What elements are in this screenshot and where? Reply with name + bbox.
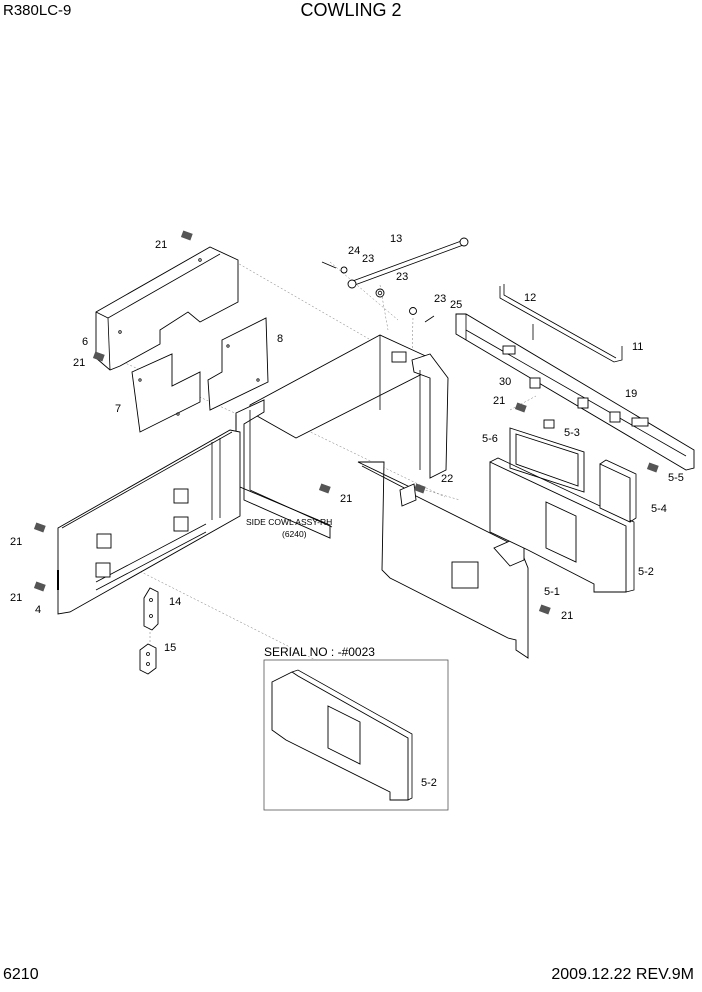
callout-11: 11 xyxy=(632,341,643,353)
callout-25: 25 xyxy=(450,299,462,311)
bolts xyxy=(33,230,659,615)
side-cowl-assy xyxy=(235,334,449,539)
assembly-ref: (6240) xyxy=(282,529,307,539)
callout-21c: 21 xyxy=(493,395,505,407)
callout-21b: 21 xyxy=(73,357,85,369)
callout-6: 6 xyxy=(82,336,88,348)
page-number: 6210 xyxy=(3,966,39,983)
part-5-4-panel xyxy=(599,459,637,523)
part-5-1-panel xyxy=(357,461,529,659)
callout-21a: 21 xyxy=(155,239,167,251)
part-14-bracket xyxy=(143,587,159,631)
part-8-plate xyxy=(207,317,269,411)
callout-7: 7 xyxy=(115,403,121,415)
callout-13: 13 xyxy=(390,233,402,245)
callout-21e: 21 xyxy=(340,493,352,505)
callout-14: 14 xyxy=(169,596,181,608)
assembly-name: SIDE COWL ASSY-RH xyxy=(246,517,332,527)
callout-30: 30 xyxy=(499,376,511,388)
part-5-2-panel xyxy=(489,457,635,593)
serial-label: SERIAL NO : -#0023 xyxy=(264,645,375,659)
callout-19: 19 xyxy=(625,388,637,400)
callout-21d: 21 xyxy=(561,610,573,622)
callout-8: 8 xyxy=(277,333,283,345)
part-13-rod xyxy=(321,237,469,323)
serial-callout-5-2: 5-2 xyxy=(421,777,437,789)
part-7-plate xyxy=(131,353,201,433)
callout-5-1: 5-1 xyxy=(544,586,560,598)
callout-5-5: 5-5 xyxy=(668,472,684,484)
callout-4: 4 xyxy=(35,604,41,616)
callout-22: 22 xyxy=(441,473,453,485)
callout-5-6: 5-6 xyxy=(482,433,498,445)
model-code: R380LC-9 xyxy=(3,2,72,19)
labels: 21 6 21 7 8 13 24 23 23 23 25 12 11 30 2… xyxy=(10,233,684,789)
callout-12: 12 xyxy=(524,292,536,304)
callout-5-2: 5-2 xyxy=(638,566,654,578)
callout-21g: 21 xyxy=(10,592,22,604)
part-12-bar xyxy=(499,284,623,363)
callout-21f: 21 xyxy=(10,536,22,548)
part-4-panel xyxy=(57,429,241,615)
part-15-bracket xyxy=(139,643,157,675)
part-5-6-frame xyxy=(509,419,585,493)
callout-15: 15 xyxy=(164,642,176,654)
callout-5-4: 5-4 xyxy=(651,503,667,515)
page-title: COWLING 2 xyxy=(300,0,402,20)
part-6-cover xyxy=(95,246,239,371)
callout-23c: 23 xyxy=(434,293,446,305)
serial-box xyxy=(263,659,449,811)
callout-23b: 23 xyxy=(396,271,408,283)
part-11-beam xyxy=(455,313,695,471)
revision-date: 2009.12.22 REV.9M xyxy=(551,966,694,983)
callout-23a: 23 xyxy=(362,253,374,265)
callout-24: 24 xyxy=(348,245,360,257)
callout-5-3: 5-3 xyxy=(564,427,580,439)
